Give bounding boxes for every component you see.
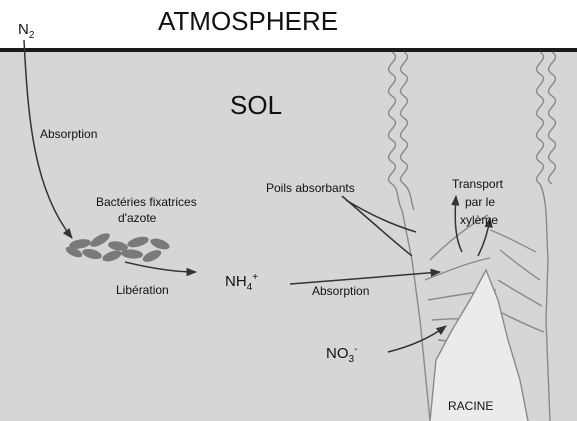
transport-label-line3: xylème [460,213,498,227]
root-illustration [387,51,557,421]
transport-label-line1: Transport [452,177,504,191]
root-body [429,268,529,421]
bacterium [142,250,162,262]
bacterium [121,249,143,259]
absorption-left-label: Absorption [40,127,97,141]
bacteria-group [65,233,170,262]
atmosphere-area [0,0,577,50]
ground-line [0,48,577,52]
bacteria-label-line2: d'azote [118,211,157,225]
bacterium [127,236,149,248]
bacterium [108,241,128,251]
n2-label: N2 [18,21,35,41]
bacterium [65,246,83,258]
arrow-liberation [124,261,198,277]
transport-label-line2: par le [465,195,495,209]
arrow-n2-to-bacteria [23,39,73,239]
bacterium [90,233,110,247]
root-label: RACINE [448,399,493,413]
bacterium [102,250,122,262]
arrow-transport-xylem [451,194,463,253]
root-hairs-label: Poils absorbants [266,181,355,195]
bacterium [82,248,102,260]
nh4-label: NH4+ [225,272,258,293]
bacterium [150,238,170,250]
liberation-label: Libération [116,283,169,297]
soil-title: SOL [230,90,282,120]
atmosphere-title: ATMOSPHERE [158,6,338,36]
arrow-no3-absorption [387,325,447,353]
arrows [23,39,493,353]
root-hair-column-right [535,51,551,421]
bacteria-label-line1: Bactéries fixatrices [96,195,197,209]
no3-label: NO3- [326,344,357,365]
absorption-mid-label: Absorption [312,284,369,298]
arrow-nh4-absorption [289,268,442,285]
bacterium [69,239,91,249]
root-hair-column-left [387,51,431,421]
pointer-root-hairs-2 [345,199,417,233]
arrow-transport-xylem-2 [477,216,493,257]
